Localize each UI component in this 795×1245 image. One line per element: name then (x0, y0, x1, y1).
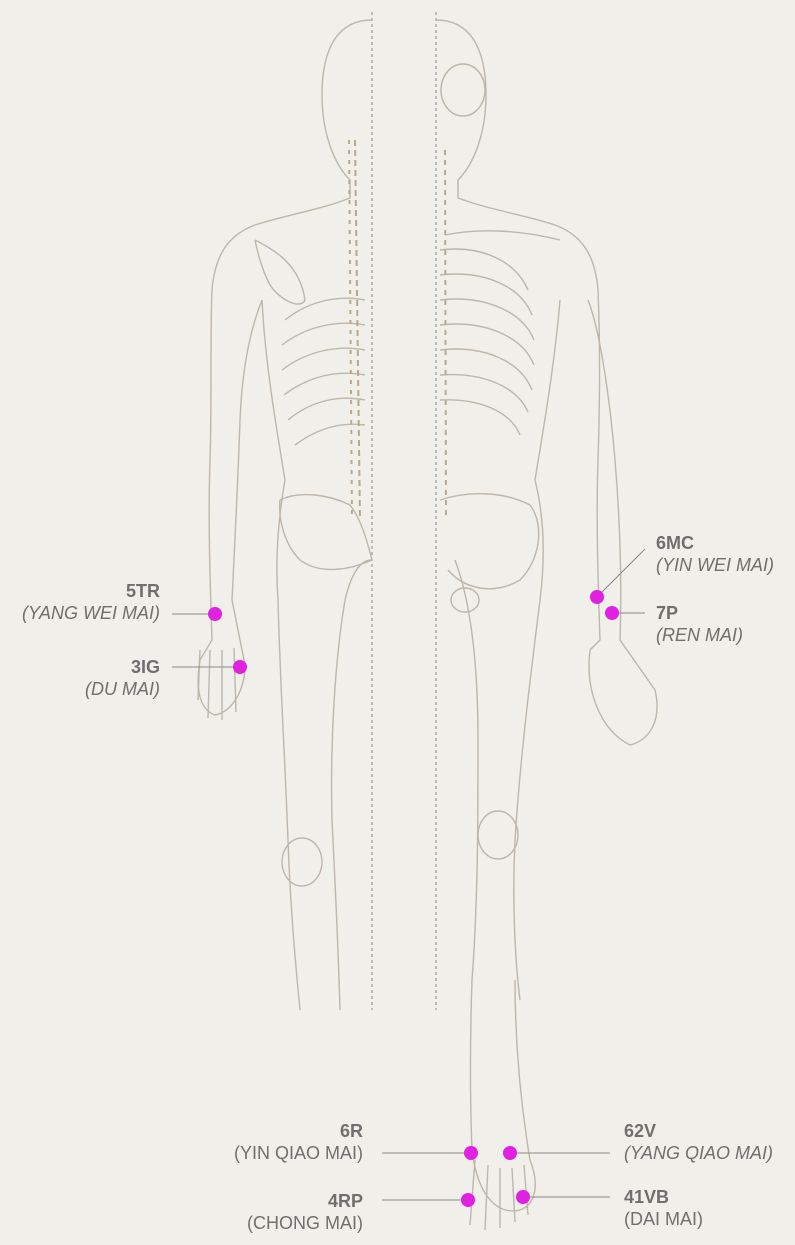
label-62v: 62V (YANG QIAO MAI) (624, 1120, 773, 1164)
point-5tr-marker[interactable] (208, 607, 222, 621)
label-4rp: 4RP (CHONG MAI) (247, 1190, 363, 1234)
label-6r: 6R (YIN QIAO MAI) (234, 1120, 363, 1164)
label-3ig: 3IG (DU MAI) (85, 656, 160, 700)
point-7p-marker[interactable] (605, 606, 619, 620)
label-41vb: 41VB (DAI MAI) (624, 1186, 703, 1230)
label-7p-meridian: (REN MAI) (656, 624, 743, 646)
label-7p-code: 7P (656, 602, 743, 624)
label-6mc-code: 6MC (656, 532, 774, 554)
label-62v-code: 62V (624, 1120, 773, 1142)
label-3ig-code: 3IG (85, 656, 160, 678)
point-62v-marker[interactable] (503, 1146, 517, 1160)
point-4rp-marker[interactable] (461, 1193, 475, 1207)
label-5tr: 5TR (YANG WEI MAI) (22, 580, 160, 624)
label-5tr-meridian: (YANG WEI MAI) (22, 602, 160, 624)
label-6mc-meridian: (YIN WEI MAI) (656, 554, 774, 576)
label-6r-meridian: (YIN QIAO MAI) (234, 1142, 363, 1164)
label-41vb-code: 41VB (624, 1186, 703, 1208)
label-6r-code: 6R (234, 1120, 363, 1142)
label-5tr-code: 5TR (22, 580, 160, 602)
point-6r-marker[interactable] (464, 1146, 478, 1160)
label-3ig-meridian: (DU MAI) (85, 678, 160, 700)
label-4rp-meridian: (CHONG MAI) (247, 1212, 363, 1234)
point-6mc-marker[interactable] (590, 590, 604, 604)
label-62v-meridian: (YANG QIAO MAI) (624, 1142, 773, 1164)
label-7p: 7P (REN MAI) (656, 602, 743, 646)
label-41vb-meridian: (DAI MAI) (624, 1208, 703, 1230)
label-4rp-code: 4RP (247, 1190, 363, 1212)
point-41vb-marker[interactable] (516, 1190, 530, 1204)
point-3ig-marker[interactable] (233, 660, 247, 674)
label-6mc: 6MC (YIN WEI MAI) (656, 532, 774, 576)
